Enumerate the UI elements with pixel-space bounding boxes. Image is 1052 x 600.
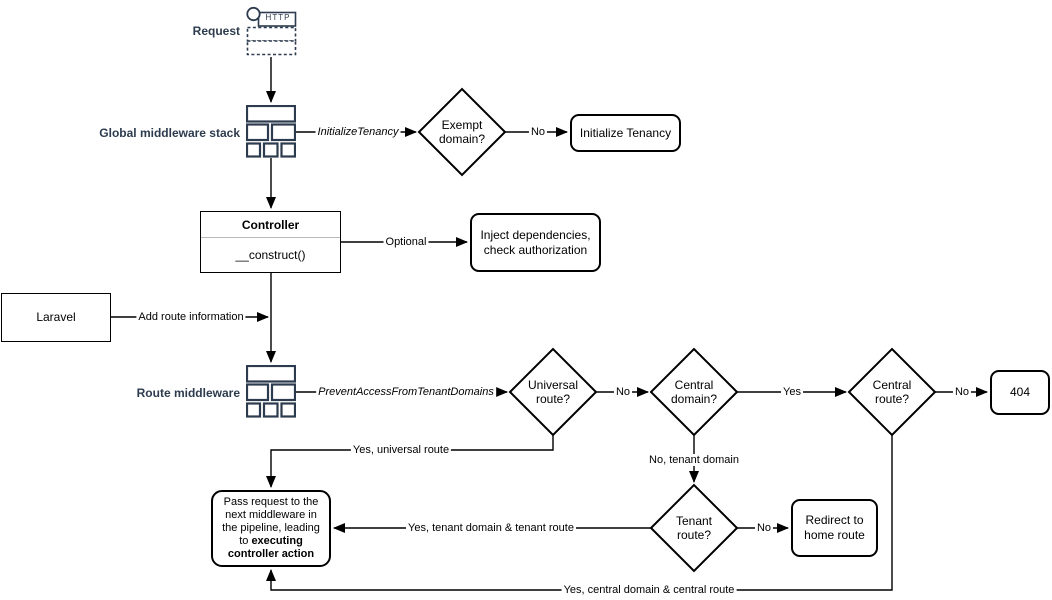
laravel-text: Laravel <box>36 310 76 324</box>
edge-label-initialize-tenancy: InitializeTenancy <box>315 126 401 138</box>
edge-universal-yes-to-pass <box>266 435 554 488</box>
tenant-route-diamond <box>649 483 739 573</box>
edge-label-prevent-access: PreventAccessFromTenantDomains <box>316 386 496 398</box>
controller-title: Controller <box>201 212 340 238</box>
initialize-tenancy-text: Initialize Tenancy <box>579 125 672 140</box>
exempt-domain-label: Exempt domain? <box>438 117 486 146</box>
universal-route-diamond <box>508 347 598 437</box>
redirect-home-box: Redirect to home route <box>791 499 878 557</box>
central-route-label: Central route? <box>872 377 912 406</box>
edge-label-no-central-route: No <box>952 386 972 398</box>
edge-label-optional: Optional <box>383 236 429 248</box>
edge-label-no-exempt: No <box>528 126 548 138</box>
edge-label-yes-central-domain: Yes <box>781 386 803 398</box>
pass-request-bold-text: executing controller action <box>227 535 315 561</box>
pass-request-box: Pass request to the next middleware in t… <box>211 490 331 567</box>
exempt-domain-diamond <box>417 87 507 177</box>
middleware-stack-icon <box>245 104 297 158</box>
not-found-text: 404 <box>1009 385 1031 399</box>
request-body-dashed-rect-2 <box>246 40 297 56</box>
universal-route-label: Universal route? <box>527 377 578 406</box>
edge-label-no-tenant-domain: No, tenant domain <box>647 454 741 466</box>
edge-label-yes-universal-route: Yes, universal route <box>350 444 452 456</box>
edge-label-yes-central-route: Yes, central domain & central route <box>561 584 737 596</box>
edge-label-no-tenant-route: No <box>754 522 774 534</box>
central-domain-diamond <box>649 347 739 437</box>
global-middleware-label: Global middleware stack <box>99 126 240 140</box>
route-middleware-stack-icon <box>245 364 297 418</box>
redirect-home-text: Redirect to home route <box>804 513 865 542</box>
laravel-box: Laravel <box>1 293 111 342</box>
initialize-tenancy-box: Initialize Tenancy <box>570 114 681 152</box>
pass-request-text: Pass request to the next middleware in t… <box>222 495 320 548</box>
controller-construct-method: __construct() <box>235 248 306 262</box>
request-body-dashed-rect-1 <box>246 26 297 42</box>
request-label: Request <box>192 24 240 38</box>
route-middleware-label: Route middleware <box>136 386 240 400</box>
central-route-diamond <box>847 347 937 437</box>
inject-dependencies-text: Inject dependencies, check authorization <box>480 227 591 257</box>
http-circle <box>246 6 261 22</box>
http-icon-label: HTTP <box>265 13 291 22</box>
tenant-route-label: Tenant route? <box>675 513 713 542</box>
central-domain-label: Central domain? <box>670 377 718 406</box>
edge-label-no-universal: No <box>613 386 633 398</box>
not-found-box: 404 <box>990 370 1050 415</box>
http-request-icon <box>245 6 297 57</box>
inject-dependencies-box: Inject dependencies, check authorization <box>470 213 601 272</box>
edge-label-add-route-information: Add route information <box>136 311 246 323</box>
controller-box: Controller __construct() <box>200 211 341 273</box>
http-header-rect <box>257 11 297 27</box>
edge-label-yes-tenant-route: Yes, tenant domain & tenant route <box>406 522 576 534</box>
